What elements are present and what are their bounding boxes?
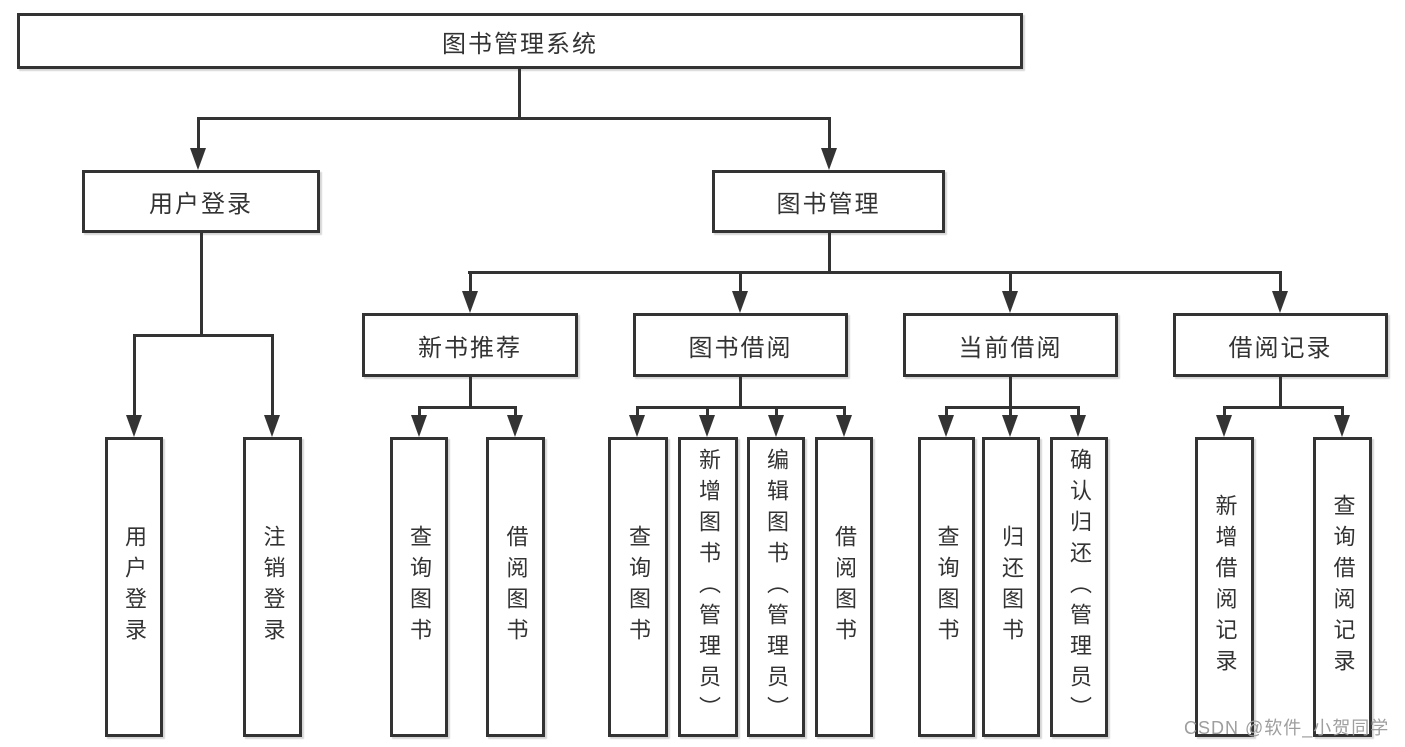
- edge-drop-book-borrow: [739, 271, 742, 293]
- edge-borrow-record-stem: [1279, 377, 1282, 407]
- edge-drop-leaf: [418, 406, 421, 417]
- leaf-add-books-admin: 新增图书（管理员）: [678, 437, 738, 737]
- node-book-borrowing: 图书借阅: [633, 313, 848, 377]
- arrowhead-icon: [1272, 291, 1288, 313]
- node-book-borrowing-label: 图书借阅: [688, 334, 793, 362]
- node-current-borrowing: 当前借阅: [903, 313, 1118, 377]
- arrowhead-icon: [629, 415, 645, 437]
- arrowhead-icon: [1002, 415, 1018, 437]
- node-borrowing-records: 借阅记录: [1173, 313, 1388, 377]
- leaf-borrow-books-label: 借阅图书: [832, 525, 857, 649]
- arrowhead-icon: [1070, 415, 1086, 437]
- arrowhead-icon: [190, 148, 206, 170]
- edge-root-branch: [197, 117, 831, 120]
- edge-root-stem: [518, 69, 521, 118]
- watermark: CSDN @软件_小贺同学: [1184, 718, 1390, 738]
- leaf-borrow-books-recommend: 借阅图书: [486, 437, 545, 737]
- arrowhead-icon: [699, 415, 715, 437]
- leaf-query-books-current-label: 查询图书: [934, 525, 960, 649]
- leaf-add-borrow-record: 新增借阅记录: [1195, 437, 1254, 737]
- leaf-query-books-recommend-label: 查询图书: [407, 525, 432, 649]
- leaf-return-books-label: 归还图书: [999, 525, 1024, 649]
- leaf-borrow-books-recommend-label: 借阅图书: [503, 525, 529, 649]
- leaf-query-books-borrowing-label: 查询图书: [626, 525, 651, 649]
- node-borrowing-records-label: 借阅记录: [1228, 334, 1333, 362]
- leaf-query-books-recommend: 查询图书: [390, 437, 448, 737]
- leaf-add-books-admin-label: 新增图书（管理员）: [696, 447, 721, 727]
- edge-drop-borrow-record: [1279, 271, 1282, 293]
- edge-root-drop-book-mgmt: [828, 117, 831, 150]
- arrowhead-icon: [732, 291, 748, 313]
- edge-new-book-rec-stem: [469, 377, 472, 407]
- edge-drop-leaf: [514, 406, 517, 417]
- edge-new-book-rec-branch: [418, 406, 517, 409]
- edge-drop-leaf: [1077, 406, 1080, 417]
- edge-drop-current-borrow: [1009, 271, 1012, 293]
- node-new-book-recommend: 新书推荐: [362, 313, 578, 377]
- node-new-book-recommend-label: 新书推荐: [418, 334, 522, 362]
- node-library-system: 图书管理系统: [17, 13, 1023, 69]
- arrowhead-icon: [1334, 415, 1350, 437]
- edge-book-borrow-stem: [739, 377, 742, 407]
- edge-drop-leaf: [1009, 406, 1012, 417]
- edge-book-mgmt-branch: [468, 271, 1282, 274]
- edge-drop-leaf: [843, 406, 846, 417]
- edge-book-borrow-branch: [636, 406, 845, 409]
- node-book-management-label: 图书管理: [776, 191, 881, 218]
- leaf-user-login-label: 用户登录: [122, 525, 147, 649]
- arrowhead-icon: [768, 415, 784, 437]
- leaf-query-books-current: 查询图书: [918, 437, 975, 737]
- node-current-borrowing-label: 当前借阅: [958, 334, 1063, 362]
- edge-current-borrow-stem: [1009, 377, 1012, 407]
- leaf-confirm-return-admin: 确认归还（管理员）: [1050, 437, 1108, 737]
- leaf-edit-books-admin-label: 编辑图书（管理员）: [764, 447, 789, 727]
- edge-drop-leaf: [636, 406, 639, 417]
- edge-drop-leaf: [1341, 406, 1344, 417]
- leaf-borrow-books: 借阅图书: [815, 437, 873, 737]
- leaf-return-books: 归还图书: [982, 437, 1040, 737]
- arrowhead-icon: [462, 291, 478, 313]
- edge-drop-leaf: [945, 406, 948, 417]
- arrowhead-icon: [126, 415, 142, 437]
- edge-drop-leaf: [775, 406, 778, 417]
- leaf-query-borrow-record: 查询借阅记录: [1313, 437, 1372, 737]
- node-library-system-label: 图书管理系统: [442, 30, 598, 58]
- arrowhead-icon: [836, 415, 852, 437]
- edge-drop-login-leaf: [133, 334, 136, 417]
- edge-drop-leaf: [706, 406, 709, 417]
- leaf-logout: 注销登录: [243, 437, 302, 737]
- edge-root-drop-user-login: [197, 117, 200, 150]
- leaf-query-books-borrowing: 查询图书: [608, 437, 668, 737]
- leaf-confirm-return-admin-label: 确认归还（管理员）: [1067, 447, 1092, 727]
- arrowhead-icon: [507, 415, 523, 437]
- edge-drop-logout-leaf: [271, 334, 274, 417]
- leaf-add-borrow-record-label: 新增借阅记录: [1212, 494, 1238, 680]
- arrowhead-icon: [1216, 415, 1232, 437]
- arrowhead-icon: [411, 415, 427, 437]
- edge-user-login-stem: [200, 233, 203, 335]
- arrowhead-icon: [938, 415, 954, 437]
- node-user-login-label: 用户登录: [149, 191, 253, 218]
- node-user-login: 用户登录: [82, 170, 320, 233]
- arrowhead-icon: [1002, 291, 1018, 313]
- edge-user-login-branch: [133, 334, 274, 337]
- arrowhead-icon: [264, 415, 280, 437]
- leaf-edit-books-admin: 编辑图书（管理员）: [747, 437, 805, 737]
- edge-borrow-record-branch: [1223, 406, 1343, 409]
- leaf-logout-label: 注销登录: [260, 525, 286, 649]
- leaf-query-borrow-record-label: 查询借阅记录: [1330, 494, 1356, 680]
- edge-book-mgmt-stem: [828, 233, 831, 273]
- edge-drop-new-book-rec: [469, 271, 472, 293]
- edge-current-borrow-branch: [945, 406, 1080, 409]
- leaf-user-login: 用户登录: [105, 437, 163, 737]
- arrowhead-icon: [821, 148, 837, 170]
- node-book-management: 图书管理: [712, 170, 945, 233]
- edge-drop-leaf: [1223, 406, 1226, 417]
